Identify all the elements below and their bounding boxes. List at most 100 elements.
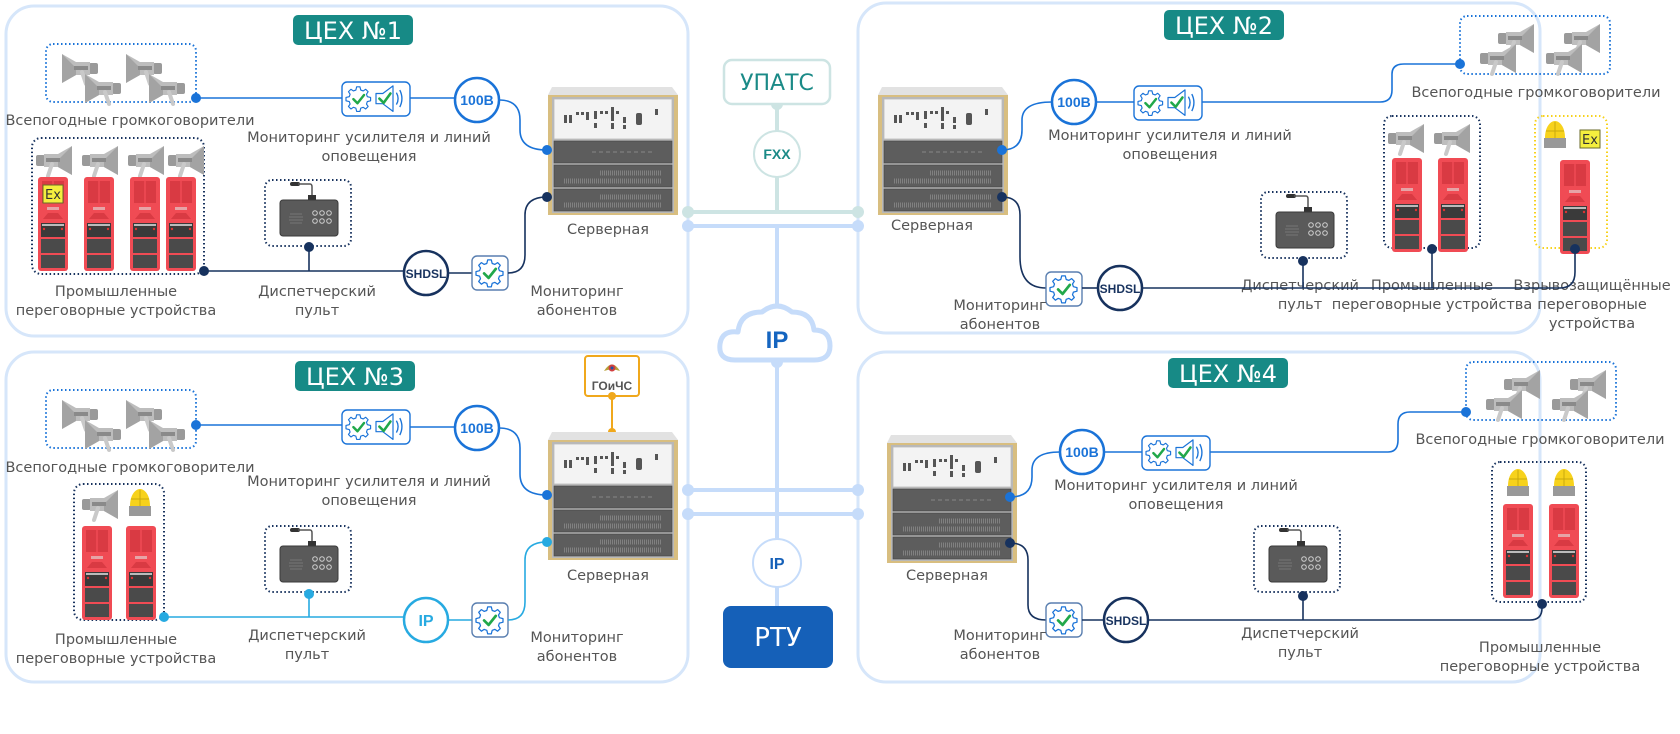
svg-text:пульт: пульт — [285, 647, 330, 663]
dispatcher-console[interactable] — [1260, 191, 1348, 266]
server-label: Серверная — [906, 568, 988, 584]
ip-node-badge: IP — [752, 538, 802, 588]
svg-text:IP: IP — [418, 613, 433, 630]
workshop-3-title: ЦЕХ №3 — [295, 361, 415, 391]
gochs-label: ГОиЧС — [592, 379, 633, 393]
gochs-node[interactable]: ГОиЧС — [584, 355, 640, 436]
loudspeakers-group[interactable] — [45, 43, 201, 104]
workshop-1: ЦЕХ №1 Всепогодные громкоговорители Мони… — [5, 15, 678, 319]
workshop-2-panel — [856, 1, 1542, 335]
console-label: Диспетчерский — [1241, 626, 1359, 642]
console-label: Диспетчерский — [1241, 278, 1359, 294]
ex-badge: Ex — [1579, 129, 1601, 149]
workshop-1-title: ЦЕХ №1 — [293, 15, 413, 45]
server-rack[interactable] — [887, 435, 1017, 563]
svg-text:устройства: устройства — [1549, 316, 1635, 332]
loudspeakers-label: Всепогодные громкоговорители — [1411, 85, 1660, 101]
ex-intercoms-group[interactable]: Ex — [1534, 115, 1608, 255]
svg-text:абонентов: абонентов — [960, 317, 1040, 333]
subscriber-monitoring-label: Мониторинг — [530, 284, 623, 300]
server-rack[interactable] — [548, 432, 678, 560]
intercoms-group[interactable]: Ex — [31, 137, 209, 276]
svg-text:абонентов: абонентов — [537, 303, 617, 319]
subscriber-monitoring-icon[interactable] — [471, 602, 509, 638]
intercoms-label: Промышленные — [55, 284, 177, 300]
svg-text:ЦЕХ №3: ЦЕХ №3 — [306, 363, 404, 391]
amp-monitoring-icon[interactable] — [1141, 435, 1211, 471]
ip-node-label: IP — [769, 556, 784, 573]
svg-text:оповещения: оповещения — [1129, 497, 1224, 513]
server-label: Серверная — [567, 568, 649, 584]
svg-text:100В: 100В — [1065, 444, 1098, 460]
amp-monitoring-icon[interactable] — [1133, 85, 1203, 121]
svg-text:SHDSL: SHDSL — [406, 267, 447, 281]
intercoms-label: Промышленные — [55, 632, 177, 648]
svg-text:100В: 100В — [460, 420, 493, 436]
workshop-4-title: ЦЕХ №4 — [1168, 358, 1288, 388]
fxx-label: FXX — [763, 146, 791, 162]
svg-text:оповещения: оповещения — [322, 149, 417, 165]
loudspeakers-label: Всепогодные громкоговорители — [5, 113, 254, 129]
intercoms-group[interactable] — [1383, 115, 1481, 254]
intercoms-group[interactable] — [73, 483, 169, 622]
server-rack[interactable] — [548, 87, 678, 215]
svg-text:SHDSL: SHDSL — [1106, 614, 1147, 628]
svg-text:переговорные: переговорные — [1537, 297, 1647, 313]
loudspeakers-group[interactable] — [1461, 361, 1617, 422]
amp-monitoring-label: Мониторинг усилителя и линий — [1054, 478, 1298, 494]
svg-text:пульт: пульт — [1278, 645, 1323, 661]
ip-link-badge: IP — [402, 596, 450, 644]
svg-text:ЦЕХ №4: ЦЕХ №4 — [1179, 360, 1277, 388]
svg-text:переговорные устройства: переговорные устройства — [16, 651, 216, 667]
workshop-2-title: ЦЕХ №2 — [1164, 10, 1284, 40]
svg-text:абонентов: абонентов — [537, 649, 617, 665]
ex-badge: Ex — [42, 184, 64, 204]
svg-text:Ex: Ex — [1582, 133, 1598, 148]
svg-text:переговорные устройства: переговорные устройства — [16, 303, 216, 319]
dispatcher-console[interactable] — [264, 179, 352, 252]
subscriber-monitoring-label: Мониторинг — [530, 630, 623, 646]
svg-text:пульт: пульт — [1278, 297, 1323, 313]
server-rack[interactable] — [878, 87, 1008, 215]
server-label: Серверная — [567, 222, 649, 238]
svg-text:оповещения: оповещения — [322, 493, 417, 509]
svg-text:ЦЕХ №2: ЦЕХ №2 — [1175, 12, 1273, 40]
workshop-1-panel — [4, 4, 690, 338]
svg-text:SHDSL: SHDSL — [1100, 282, 1141, 296]
shdsl-badge: SHDSL — [1102, 596, 1150, 644]
loudspeakers-group[interactable] — [1455, 15, 1611, 76]
amp-monitoring-icon[interactable] — [341, 81, 411, 117]
rtu-label: РТУ — [754, 623, 802, 653]
console-label: Диспетчерский — [248, 628, 366, 644]
dispatcher-console[interactable] — [264, 525, 352, 599]
shdsl-badge: SHDSL — [402, 249, 450, 297]
line-100v-badge: 100В — [453, 76, 501, 124]
ip-cloud-label: IP — [766, 327, 789, 354]
subscriber-monitoring-icon[interactable] — [471, 255, 509, 291]
upats-node[interactable]: УПАТС — [722, 58, 832, 106]
amp-monitoring-label: Мониторинг усилителя и линий — [247, 130, 491, 146]
svg-text:100В: 100В — [460, 92, 493, 108]
svg-text:переговорные устройства: переговорные устройства — [1332, 297, 1532, 313]
svg-text:абонентов: абонентов — [960, 647, 1040, 663]
ex-intercoms-label: Взрывозащищённые — [1513, 278, 1670, 294]
line-100v-badge: 100В — [453, 404, 501, 452]
loudspeakers-group[interactable] — [45, 389, 201, 450]
workshop-3: ЦЕХ №3 Всепогодные громкоговорители Мони… — [5, 361, 678, 667]
svg-text:переговорные устройства: переговорные устройства — [1440, 659, 1640, 675]
svg-text:100В: 100В — [1057, 94, 1090, 110]
shdsl-badge: SHDSL — [1096, 264, 1144, 312]
line-100v-badge: 100В — [1058, 428, 1106, 476]
loudspeakers-label: Всепогодные громкоговорители — [5, 460, 254, 476]
console-label: Диспетчерский — [258, 284, 376, 300]
rtu-node[interactable]: РТУ — [723, 606, 833, 668]
ip-cloud-icon: IP — [717, 303, 833, 363]
dispatcher-console[interactable] — [1253, 525, 1341, 601]
subscriber-monitoring-icon[interactable] — [1045, 602, 1083, 638]
amp-monitoring-label: Мониторинг усилителя и линий — [247, 474, 491, 490]
subscriber-monitoring-icon[interactable] — [1045, 271, 1083, 307]
svg-text:оповещения: оповещения — [1123, 147, 1218, 163]
svg-text:пульт: пульт — [295, 303, 340, 319]
svg-text:ЦЕХ №1: ЦЕХ №1 — [304, 17, 402, 45]
amp-monitoring-icon[interactable] — [341, 409, 411, 445]
